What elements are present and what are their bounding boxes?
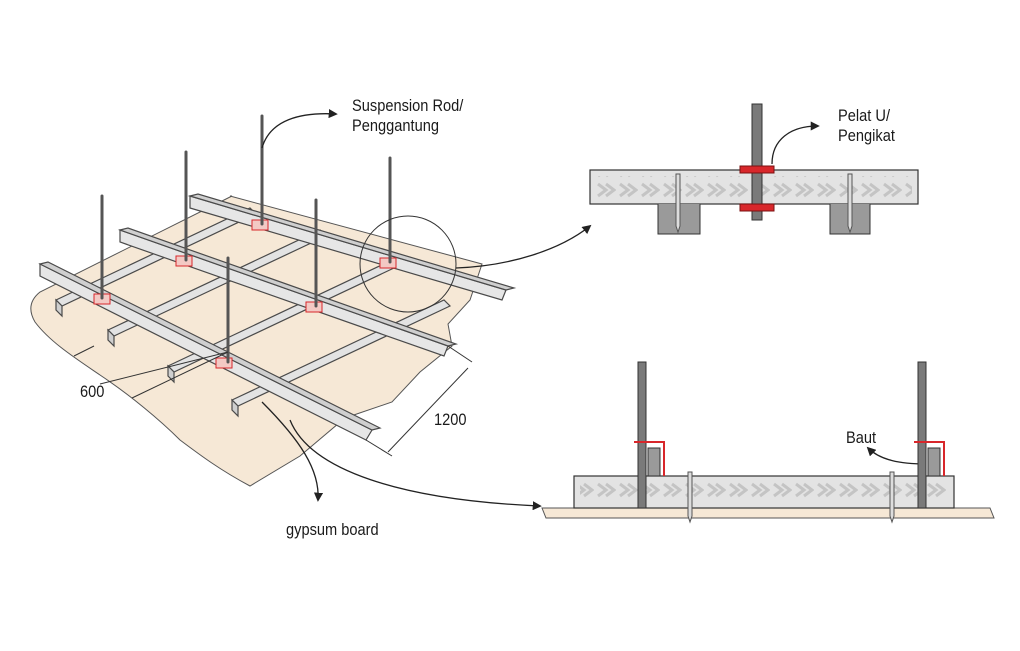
detail-top — [589, 103, 919, 235]
suspension-rod-label-2: Penggantung — [352, 116, 439, 135]
curved-arrow-icon — [261, 109, 338, 149]
main-runners — [38, 193, 517, 441]
curved-arrow-icon — [261, 401, 324, 502]
dimension-1200-label: 1200 — [434, 410, 467, 429]
callout-arrows — [261, 109, 927, 511]
dimension-600-label: 600 — [80, 382, 105, 401]
isometric-ceiling — [30, 114, 517, 487]
detail-bottom — [541, 361, 995, 524]
curved-arrow-icon — [771, 121, 820, 165]
baut-label: Baut — [846, 428, 877, 447]
curved-arrow-icon — [866, 446, 927, 465]
detail-callout-circle — [359, 215, 457, 313]
pelat-label-2: Pengikat — [838, 126, 895, 145]
gypsum-board-label: gypsum board — [286, 520, 379, 539]
curved-arrow-icon — [289, 419, 542, 511]
suspension-rods — [100, 114, 392, 364]
curved-arrow-icon — [455, 224, 592, 269]
suspension-rod-label: Suspension Rod/ — [352, 96, 464, 115]
pelat-label: Pelat U/ — [838, 106, 891, 125]
dimension-lines — [73, 345, 473, 457]
